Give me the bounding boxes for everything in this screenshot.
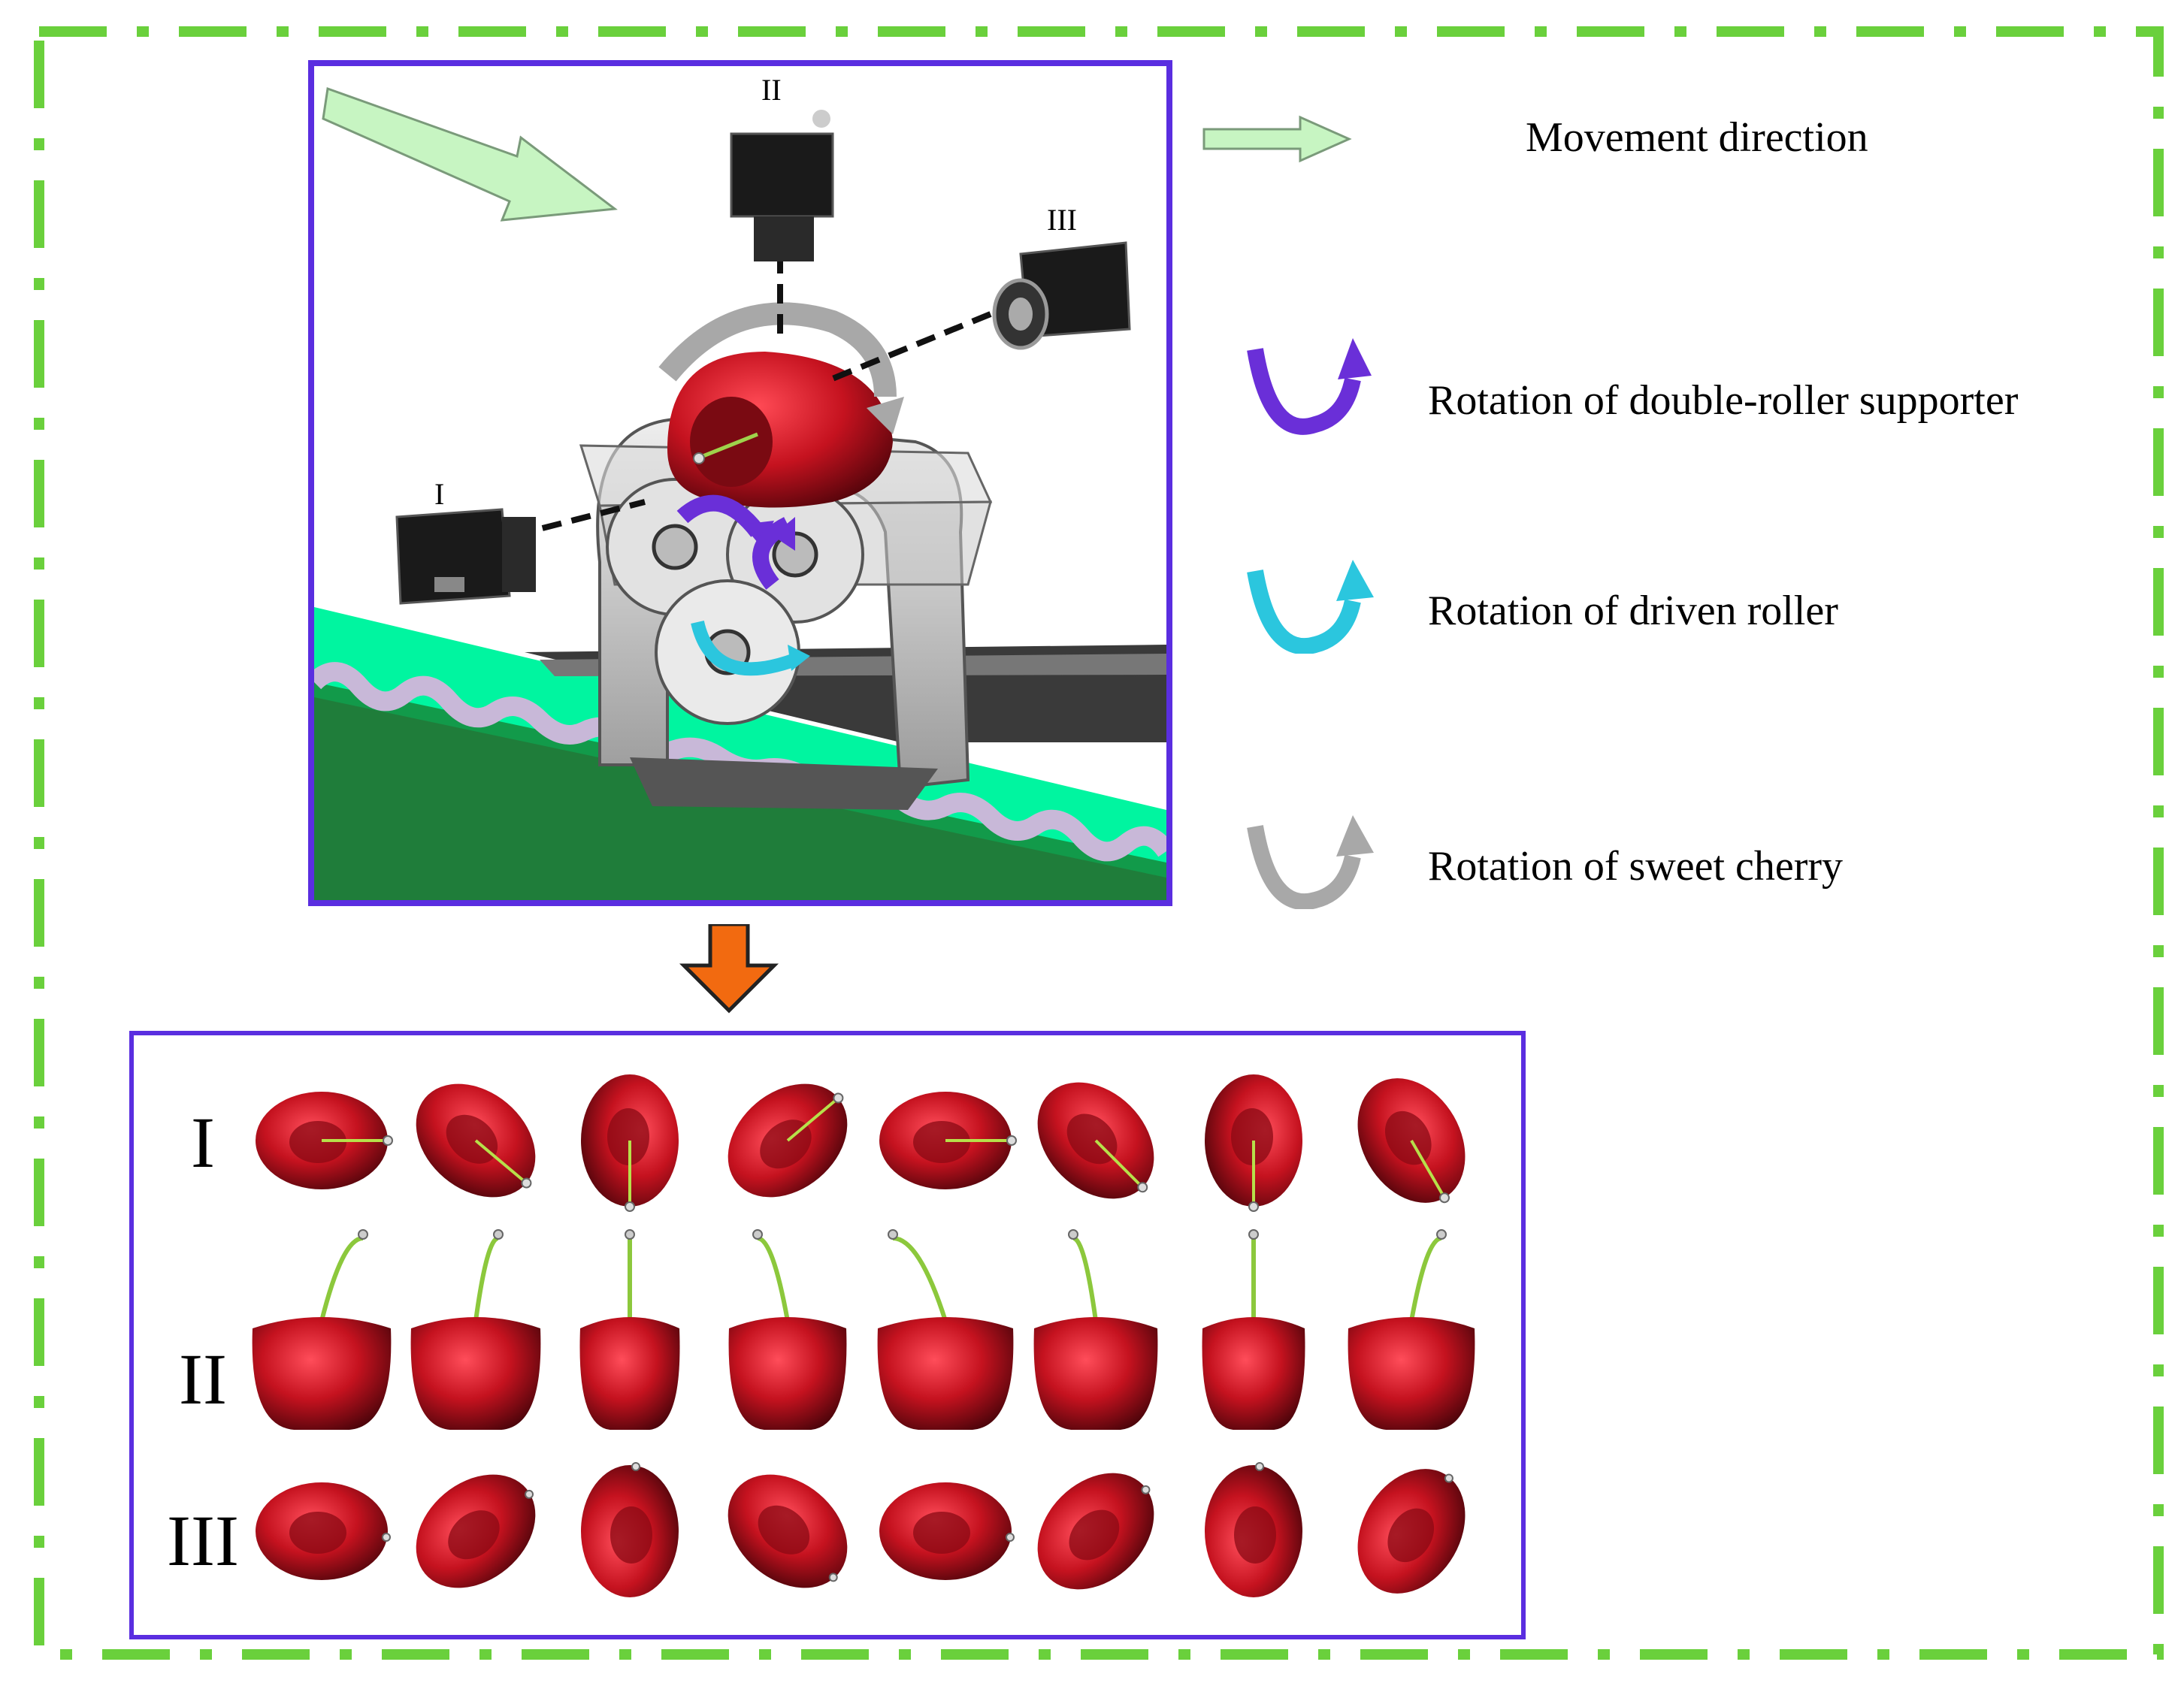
cherry-view [416, 1083, 536, 1198]
camera-label-i: I [434, 477, 445, 511]
legend-movement-arrow [1202, 115, 1352, 163]
cherry-view [410, 1229, 541, 1430]
row-label-iii: III [167, 1500, 239, 1581]
cherry-view [1357, 1078, 1466, 1204]
cherry-view [727, 1474, 848, 1588]
camera-label-ii: II [761, 73, 782, 107]
cherry-view [1037, 1473, 1154, 1590]
legend-movement-label: Movement direction [1526, 114, 1868, 161]
legend-double-roller-icon [1247, 338, 1372, 435]
cherry-view [416, 1474, 536, 1588]
cherry-view [1037, 1082, 1154, 1199]
cherry-grid [252, 1074, 1475, 1597]
driven-roller-arrow [691, 620, 798, 676]
cherry-view [1033, 1229, 1158, 1430]
row-label-ii: II [179, 1339, 227, 1419]
legend-driven-roller-label: Rotation of driven roller [1428, 588, 1838, 634]
cherry-view [579, 1229, 680, 1430]
cherry-view [256, 1482, 391, 1580]
cherry-view [252, 1229, 392, 1430]
cherry-view [727, 1083, 848, 1198]
double-roller-arrow-right [752, 517, 792, 590]
cherry-view [879, 1092, 1017, 1189]
cherry-view [1357, 1469, 1466, 1594]
cherry-view [1202, 1229, 1305, 1430]
apparatus-panel: II III I [308, 60, 1172, 906]
down-arrow [679, 924, 779, 1014]
cherry-view [879, 1482, 1015, 1580]
cherry-views-panel: I II III [129, 1031, 1526, 1639]
cherry-view [581, 1462, 679, 1597]
row-label-i: I [191, 1102, 215, 1183]
legend-driven-roller-icon [1247, 560, 1374, 654]
camera-iii [992, 241, 1131, 350]
cherry-view [1205, 1074, 1302, 1212]
cherry-view [877, 1229, 1014, 1430]
cherry-view [1348, 1229, 1475, 1430]
legend-cherry-icon [1247, 815, 1374, 909]
camera-label-iii: III [1047, 203, 1077, 237]
camera-ii [730, 110, 834, 261]
legend-cherry-label: Rotation of sweet cherry [1428, 843, 1844, 890]
camera-i [395, 508, 536, 605]
cherry-view [581, 1074, 679, 1212]
cherry-view [728, 1229, 847, 1430]
cherry-view [1205, 1462, 1302, 1597]
cherry-view [256, 1092, 393, 1189]
panel-movement-arrow [322, 86, 618, 222]
double-roller-arrow-left [676, 494, 764, 537]
apparatus-illustration [314, 86, 1166, 900]
legend-double-roller-label: Rotation of double-roller supporter [1428, 377, 2019, 424]
